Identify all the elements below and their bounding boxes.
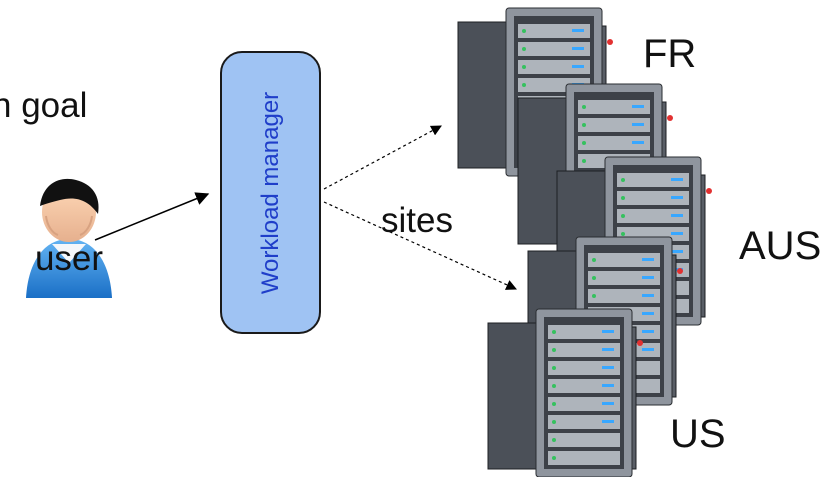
us-site-label: US [670, 412, 726, 456]
user-icon [18, 176, 120, 299]
fr-site-label: FR [643, 32, 697, 76]
sites-label: sites [381, 201, 453, 240]
workload-manager-box: Workload manager [220, 51, 321, 334]
goal-label: n goal [0, 86, 88, 125]
manager-to-fr-arrow [323, 125, 442, 190]
workload-manager-label: Workload manager [256, 91, 284, 294]
user-label: user [34, 239, 104, 278]
aus-site-label: AUS [739, 224, 822, 268]
user-icon-svg [26, 178, 112, 298]
us-server-rack-icon [476, 308, 670, 477]
